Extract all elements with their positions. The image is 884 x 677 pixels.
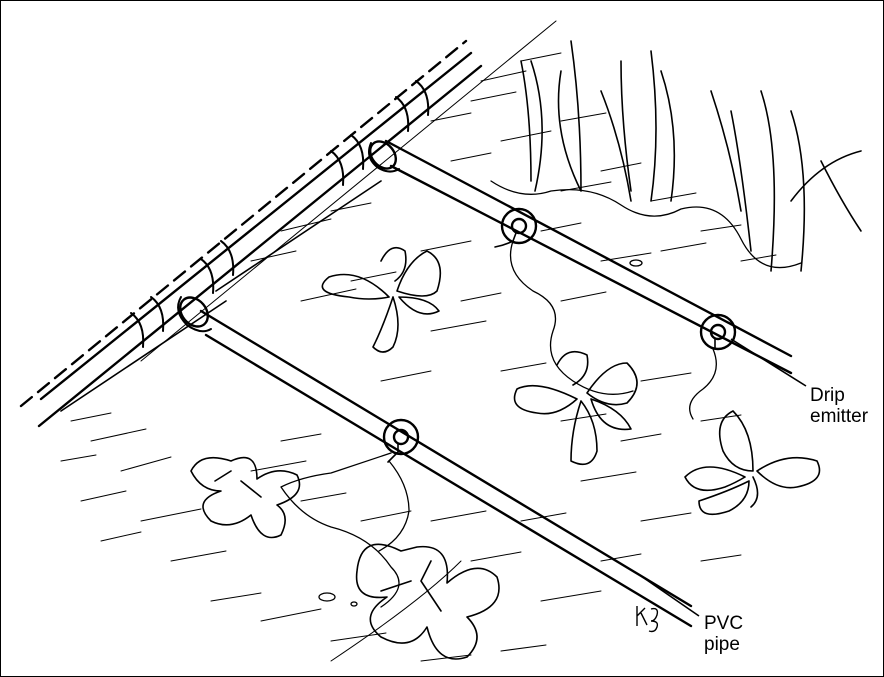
soil-texture: [61, 53, 776, 661]
spinach-plant: [322, 248, 440, 352]
spinach-plant: [515, 352, 638, 465]
lettuce-plant: [357, 544, 499, 659]
pvc-pipe-leader-line: [641, 576, 699, 616]
drip-emitter-label-line2: emitter: [810, 406, 868, 427]
lettuce-plant: [191, 458, 300, 538]
grass-plants: [521, 41, 861, 271]
pvc-pipe-label-line1: PVC: [704, 613, 743, 634]
spinach-plant: [685, 411, 820, 514]
drip-line: [365, 136, 791, 373]
pvc-pipe: [175, 292, 691, 626]
pvc-pipe-label: PVC pipe: [704, 613, 743, 655]
drip-emitter-leader-line: [731, 339, 806, 386]
artist-signature: [637, 606, 657, 632]
header-pipe: [21, 21, 556, 426]
pvc-pipe-label-line2: pipe: [704, 634, 743, 655]
drip-emitter-label: Drip emitter: [810, 385, 868, 427]
drip-emitter-label-line1: Drip: [810, 385, 868, 406]
header-pipe-fittings: [131, 81, 428, 347]
